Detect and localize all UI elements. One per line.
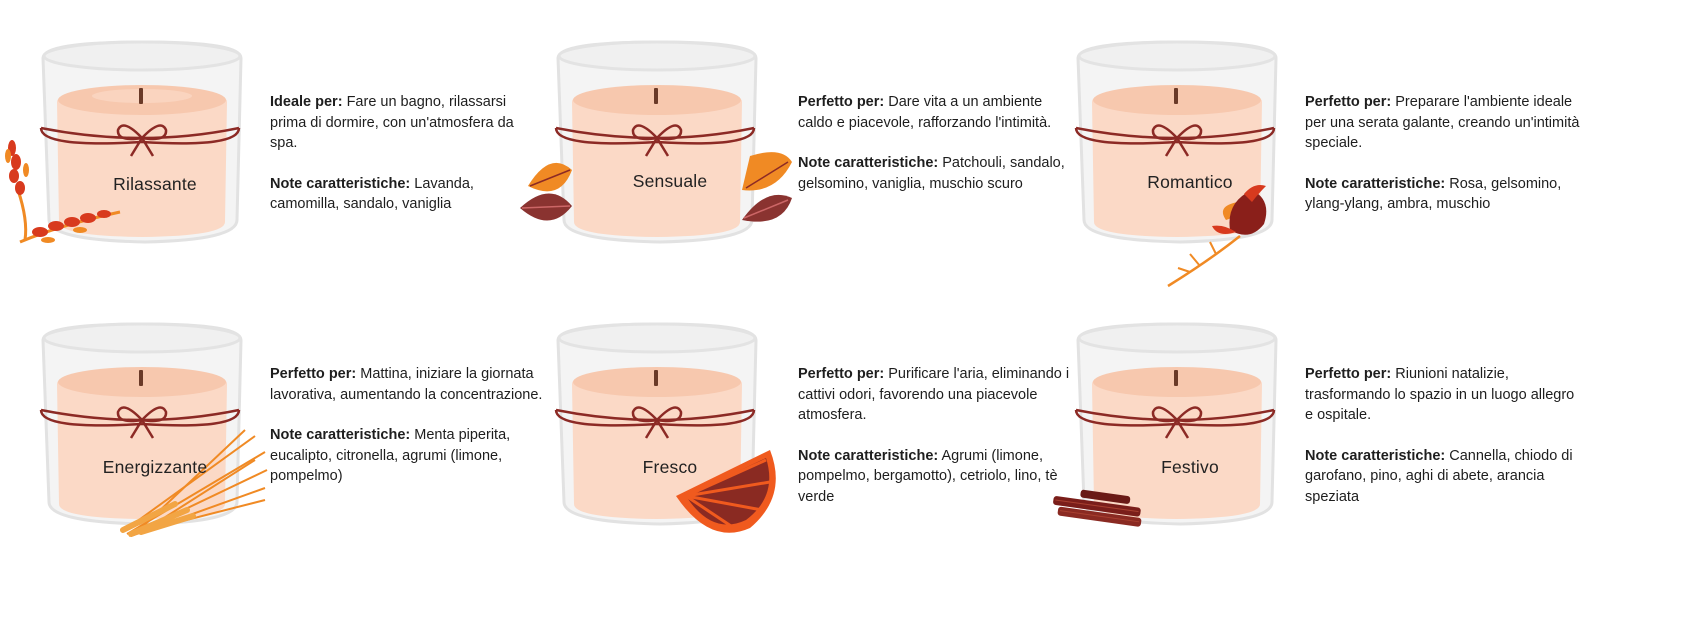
cinnamon-sticks-icon — [1053, 489, 1142, 527]
use-text: Preparare l'ambiente ideale per una sera… — [1305, 94, 1580, 151]
use-label: Perfetto per: — [270, 366, 357, 382]
candle-name: Energizzante — [102, 457, 208, 477]
notes-label: Note caratteristiche: — [798, 447, 939, 464]
candle-illustration: Romantico — [1040, 30, 1320, 310]
lavender-sprig-icon — [5, 140, 121, 244]
use-text: Mattina, iniziare la giornata lavorativa… — [270, 366, 543, 403]
candle-jar-icon — [554, 40, 758, 244]
candle-illustration: Festivo — [1040, 312, 1320, 592]
candle-name: Romantico — [1147, 172, 1233, 192]
use-label: Perfetto per: — [798, 366, 885, 382]
candle-illustration: Energizzante — [5, 312, 285, 592]
candle-card-fresco: Fresco Perfetto per: Purificare l'aria, … — [520, 312, 1080, 592]
grapefruit-slice-icon — [676, 450, 776, 533]
candle-card-romantico: Romantico Perfetto per: Preparare l'ambi… — [1040, 30, 1600, 310]
notes-label: Note caratteristiche: — [270, 175, 411, 192]
candle-illustration: Rilassante — [5, 30, 285, 310]
notes-text: Menta piperita, eucalipto, citronella, a… — [270, 427, 511, 484]
use-text: Riunioni natalizie, trasformando lo spaz… — [1305, 366, 1575, 423]
candle-description: Perfetto per: Riunioni natalizie, trasfo… — [1305, 364, 1580, 527]
use-text: Purificare l'aria, eliminando i cattivi … — [798, 366, 1070, 423]
candle-description: Perfetto per: Preparare l'ambiente ideal… — [1305, 92, 1580, 235]
candle-card-energizzante: Energizzante Perfetto per: Mattina, iniz… — [5, 312, 565, 592]
candle-jar-icon — [39, 40, 243, 244]
use-text: Dare vita a un ambiente caldo e piacevol… — [798, 94, 1052, 131]
candle-description: Ideale per: Fare un bagno, rilassarsi pr… — [270, 92, 545, 235]
use-label: Perfetto per: — [1305, 94, 1392, 110]
candle-name: Festivo — [1161, 457, 1219, 477]
use-label: Perfetto per: — [1305, 366, 1392, 382]
candle-jar-icon — [1074, 322, 1278, 526]
autumn-leaves-icon — [520, 152, 792, 222]
candle-description: Perfetto per: Purificare l'aria, elimina… — [798, 364, 1073, 527]
candle-jar-icon — [1074, 40, 1278, 244]
rose-bud-icon — [1167, 185, 1267, 288]
notes-text: Rosa, gelsomino, ylang-ylang, ambra, mus… — [1305, 175, 1562, 213]
notes-label: Note caratteristiche: — [1305, 447, 1446, 464]
notes-text: Lavanda, camomilla, sandalo, vaniglia — [270, 175, 474, 213]
use-label: Perfetto per: — [798, 94, 885, 110]
notes-text: Agrumi (limone, pompelmo, bergamotto), c… — [798, 447, 1058, 505]
candle-description: Perfetto per: Mattina, iniziare la giorn… — [270, 364, 545, 507]
notes-label: Note caratteristiche: — [1305, 175, 1446, 192]
notes-text: Patchouli, sandalo, gelsomino, vaniglia,… — [798, 155, 1065, 192]
notes-label: Note caratteristiche: — [270, 427, 411, 443]
use-label: Ideale per: — [270, 94, 343, 110]
candle-card-rilassante: Rilassante Ideale per: Fare un bagno, ri… — [5, 30, 565, 310]
notes-text: Cannella, chiodo di garofano, pino, aghi… — [1305, 447, 1573, 505]
candle-illustration: Sensuale — [520, 30, 800, 310]
candle-description: Perfetto per: Dare vita a un ambiente ca… — [798, 92, 1073, 214]
candle-name: Fresco — [642, 457, 698, 477]
lemongrass-stalks-icon — [120, 429, 268, 537]
candle-card-sensuale: Sensuale Perfetto per: Dare vita a un am… — [520, 30, 1080, 310]
use-text: Fare un bagno, rilassarsi prima di dormi… — [270, 94, 514, 151]
candle-illustration: Fresco — [520, 312, 800, 592]
candle-jar-icon — [39, 322, 243, 526]
candle-name: Rilassante — [113, 174, 197, 194]
notes-label: Note caratteristiche: — [798, 155, 939, 171]
candle-name: Sensuale — [632, 171, 708, 191]
candle-jar-icon — [554, 322, 758, 526]
candle-card-festivo: Festivo Perfetto per: Riunioni natalizie… — [1040, 312, 1600, 592]
